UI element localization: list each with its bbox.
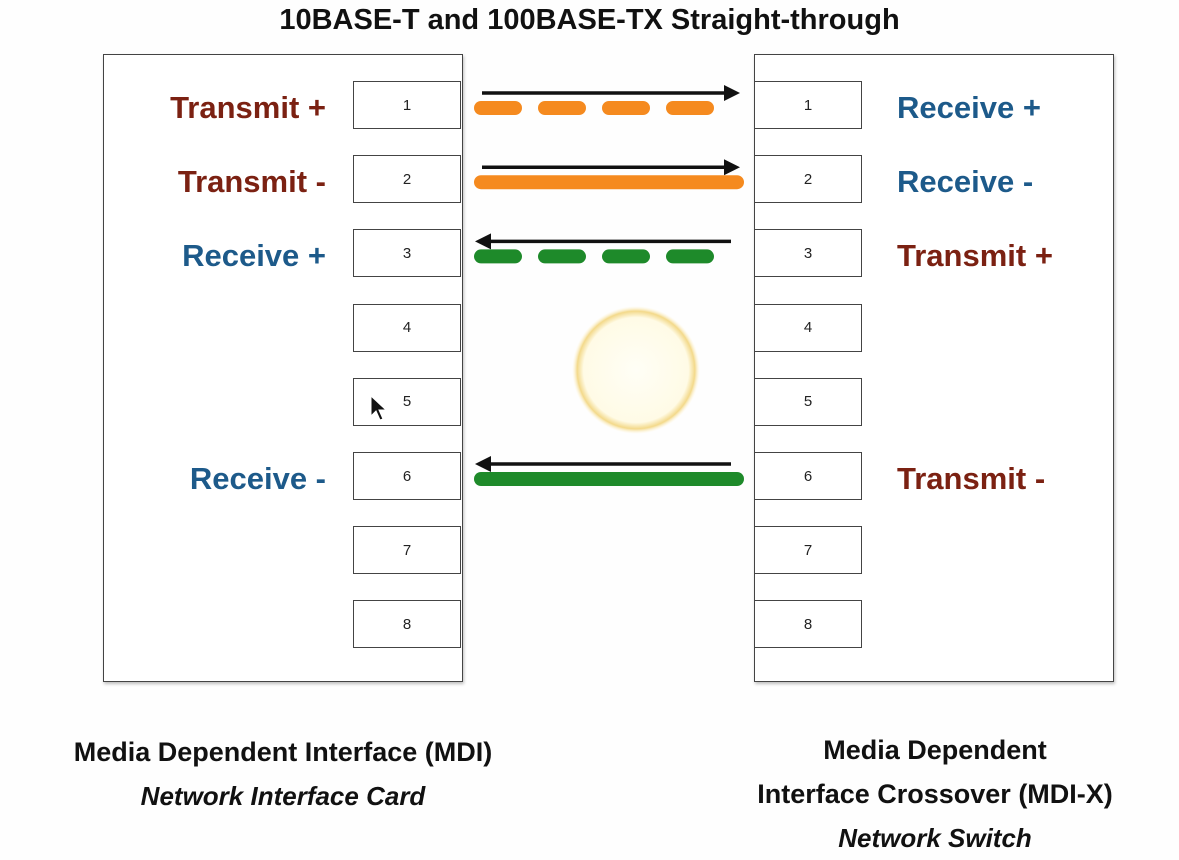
right-pin-5: 5: [754, 377, 862, 426]
mouse-cursor-icon: [370, 394, 388, 421]
highlight-circle: [572, 306, 700, 434]
mdi-x-caption-subtitle: Network Switch: [838, 823, 1032, 853]
left-label-pin-3: Receive +: [182, 238, 326, 274]
right-label-pin-1: Receive +: [897, 90, 1041, 125]
arrow-left-icon: [475, 233, 731, 250]
right-pin-7: 7: [754, 526, 862, 575]
right-pin-3: 3: [754, 229, 862, 278]
right-pin-6: 6: [754, 452, 862, 500]
mdi-x-panel: [754, 54, 1114, 682]
left-label-pin-1: Transmit +: [170, 90, 326, 125]
mdi-x-caption: Media Dependent Interface Crossover (MDI…: [690, 728, 1179, 860]
left-pin-8: 8: [353, 600, 461, 649]
right-label-pin-3: Transmit +: [897, 238, 1053, 274]
right-pin-4: 4: [754, 303, 862, 352]
arrow-left-icon: [475, 456, 731, 472]
left-label-pin-6: Receive -: [189, 461, 326, 496]
right-pin-2: 2: [754, 155, 862, 204]
right-label-pin-6: Transmit -: [897, 461, 1046, 496]
left-pin-6: 6: [353, 452, 461, 500]
left-pin-1: 1: [353, 81, 461, 129]
mdi-caption-subtitle: Network Interface Card: [140, 781, 426, 811]
left-pin-2: 2: [353, 155, 461, 204]
left-pin-3: 3: [353, 229, 461, 278]
mdi-x-caption-line2: Interface Crossover (MDI-X): [757, 779, 1113, 809]
left-pin-4: 4: [353, 303, 461, 352]
left-pin-7: 7: [353, 526, 461, 575]
mdi-x-caption-line1: Media Dependent: [823, 735, 1047, 765]
left-label-pin-2: Transmit -: [177, 164, 326, 200]
mdi-caption: Media Dependent Interface (MDI) Network …: [0, 730, 566, 818]
arrow-right-icon: [482, 85, 740, 101]
diagram-title: 10BASE-T and 100BASE-TX Straight-through: [279, 4, 900, 36]
mdi-caption-title: Media Dependent Interface (MDI): [73, 737, 493, 767]
arrow-right-icon: [482, 159, 740, 176]
right-label-pin-2: Receive -: [897, 164, 1034, 200]
right-pin-8: 8: [754, 600, 862, 649]
right-pin-1: 1: [754, 81, 862, 129]
